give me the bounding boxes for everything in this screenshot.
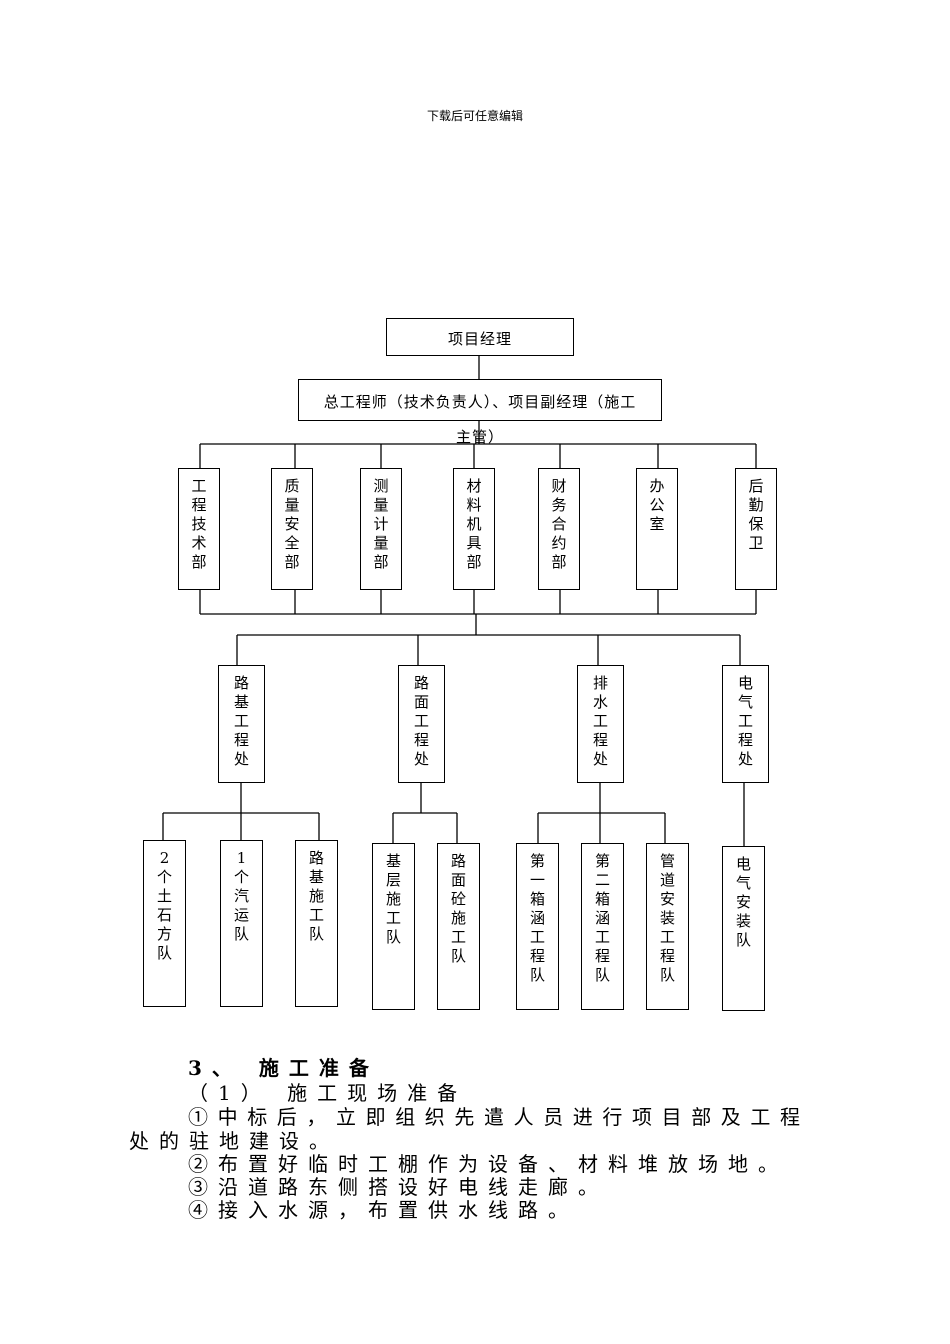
dept-box: 财务合约部	[538, 468, 580, 590]
team-box: 基层施工队	[372, 843, 415, 1010]
section-item-1-line1: ①中标后，立即组织先遣人员进行项目部及工程	[188, 1105, 810, 1129]
team-label: 管道安装工程队	[660, 852, 676, 984]
box-chief-engineer: 总工程师（技术负责人）、项目副经理（施工	[298, 379, 662, 421]
section-subheading: （1） 施工现场准备	[188, 1081, 468, 1105]
team-box: 1个汽运队	[220, 840, 263, 1007]
division-box: 路面工程处	[398, 665, 445, 783]
dept-box: 材料机具部	[453, 468, 495, 590]
dept-label: 后勤保卫	[748, 477, 764, 552]
dept-box: 工程技术部	[178, 468, 220, 590]
team-label: 路面砼施工队	[451, 852, 467, 965]
team-label: 1个汽运队	[234, 849, 250, 943]
header-note: 下载后可任意编辑	[426, 109, 523, 123]
dept-label: 工程技术部	[191, 477, 207, 571]
section-item-2: ②布置好临时工棚作为设备、材料堆放场地。	[188, 1152, 788, 1176]
team-box: 电气安装队	[722, 846, 765, 1011]
team-label: 路基施工队	[309, 849, 325, 943]
dept-label: 材料机具部	[466, 477, 482, 571]
dept-label: 测量计量部	[373, 477, 389, 571]
team-box: 2个土石方队	[143, 840, 186, 1007]
dept-box: 质量安全部	[271, 468, 313, 590]
dept-label: 财务合约部	[551, 477, 567, 571]
division-label: 排水工程处	[592, 674, 608, 768]
division-label: 路面工程处	[413, 674, 429, 768]
division-label: 路基工程处	[233, 674, 249, 768]
team-label: 第一箱涵工程队	[530, 852, 546, 984]
section-heading: 3、 施工准备	[188, 1056, 379, 1080]
dept-label: 质量安全部	[284, 477, 300, 571]
division-box: 电气工程处	[722, 665, 769, 783]
division-box: 排水工程处	[577, 665, 624, 783]
section-item-4: ④接入水源，布置供水线路。	[188, 1198, 578, 1222]
team-box: 第二箱涵工程队	[581, 843, 624, 1010]
team-label: 基层施工队	[386, 852, 402, 946]
team-box: 路基施工队	[295, 840, 338, 1007]
team-box: 管道安装工程队	[646, 843, 689, 1010]
division-label: 电气工程处	[737, 674, 753, 768]
chief-engineer-label-line1: 总工程师（技术负责人）、项目副经理（施工	[323, 393, 637, 411]
team-box: 路面砼施工队	[437, 843, 480, 1010]
team-label: 2个土石方队	[157, 849, 173, 962]
dept-box: 办公室	[636, 468, 678, 590]
dept-box: 后勤保卫	[735, 468, 777, 590]
dept-box: 测量计量部	[360, 468, 402, 590]
chief-engineer-label-line2: 主管）	[455, 428, 504, 446]
team-box: 第一箱涵工程队	[516, 843, 559, 1010]
division-box: 路基工程处	[218, 665, 265, 783]
section-item-1-line2: 处的驻地建设。	[129, 1129, 339, 1153]
team-label: 电气安装队	[736, 855, 752, 949]
dept-label: 办公室	[649, 477, 665, 533]
project-manager-label: 项目经理	[447, 330, 512, 348]
team-label: 第二箱涵工程队	[595, 852, 611, 984]
box-project-manager: 项目经理	[386, 318, 574, 356]
section-item-3: ③沿道路东侧搭设好电线走廊。	[188, 1175, 608, 1199]
